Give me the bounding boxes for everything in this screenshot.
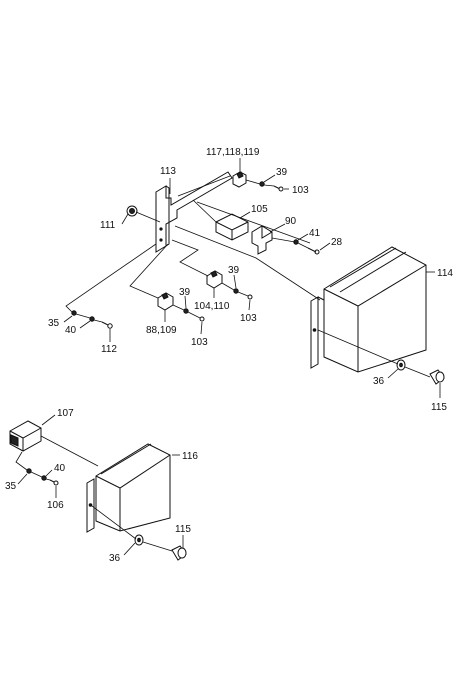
nut-40-top <box>89 316 95 322</box>
screw-103-top <box>273 185 284 192</box>
callout-41: 41 <box>309 228 321 239</box>
knob-115-bottom <box>171 545 187 561</box>
screw-112 <box>101 321 113 329</box>
washer-36-bottom <box>134 534 144 546</box>
washer-35-bottom <box>26 468 32 474</box>
callout-labels: 117,118,119 113 39 103 105 111 90 41 28 … <box>5 147 453 564</box>
nut-39-mid <box>233 288 239 294</box>
switch-107 <box>9 420 42 452</box>
nut-39-top <box>259 181 265 187</box>
callout-28: 28 <box>331 237 343 248</box>
callout-112: 112 <box>101 344 117 355</box>
switch-88 <box>157 292 174 311</box>
callout-35-bottom: 35 <box>5 481 17 492</box>
callout-116: 116 <box>182 451 198 462</box>
screw-106 <box>49 479 59 486</box>
callout-115-top: 115 <box>431 402 447 413</box>
callout-88-109: 88,109 <box>146 325 177 336</box>
bracket-90 <box>251 225 273 255</box>
block-105 <box>215 213 249 241</box>
callout-35-top: 35 <box>48 318 60 329</box>
callout-36-bottom: 36 <box>109 553 121 564</box>
callout-111: 111 <box>100 220 116 231</box>
callout-40-bottom: 40 <box>54 463 66 474</box>
knob-111 <box>126 205 138 217</box>
callout-39-left: 39 <box>179 287 191 298</box>
callout-36-top: 36 <box>373 376 385 387</box>
callout-103-top: 103 <box>292 185 309 196</box>
washer-36-top <box>396 359 406 371</box>
callout-113: 113 <box>160 166 176 177</box>
callout-107: 107 <box>57 408 74 419</box>
switch-117 <box>232 171 247 188</box>
callout-114: 114 <box>437 268 453 279</box>
washer-35-top <box>71 310 77 316</box>
callout-39-top: 39 <box>276 167 288 178</box>
screw-28 <box>307 247 320 255</box>
nut-39-left <box>183 308 189 314</box>
callout-106: 106 <box>47 500 64 511</box>
nut-40-bottom <box>41 475 47 481</box>
callout-103-mid: 103 <box>240 313 257 324</box>
callout-39-mid: 39 <box>228 265 240 276</box>
callout-90: 90 <box>285 216 297 227</box>
housing-116 <box>86 443 171 533</box>
callout-pointers <box>17 158 441 556</box>
callout-105: 105 <box>251 204 268 215</box>
knob-115-top <box>429 369 445 385</box>
screw-103-mid <box>247 294 253 300</box>
callout-103-left: 103 <box>191 337 208 348</box>
assembly-lines <box>15 175 431 552</box>
switch-104 <box>206 270 223 289</box>
callout-117-118-119: 117,118,119 <box>206 147 260 158</box>
housing-114 <box>310 246 427 373</box>
bracket-113 <box>155 171 233 253</box>
callout-104-110: 104,110 <box>194 301 230 312</box>
callout-40-top: 40 <box>65 325 77 336</box>
screw-103-left <box>199 316 205 322</box>
callout-115-bottom: 115 <box>175 524 191 535</box>
